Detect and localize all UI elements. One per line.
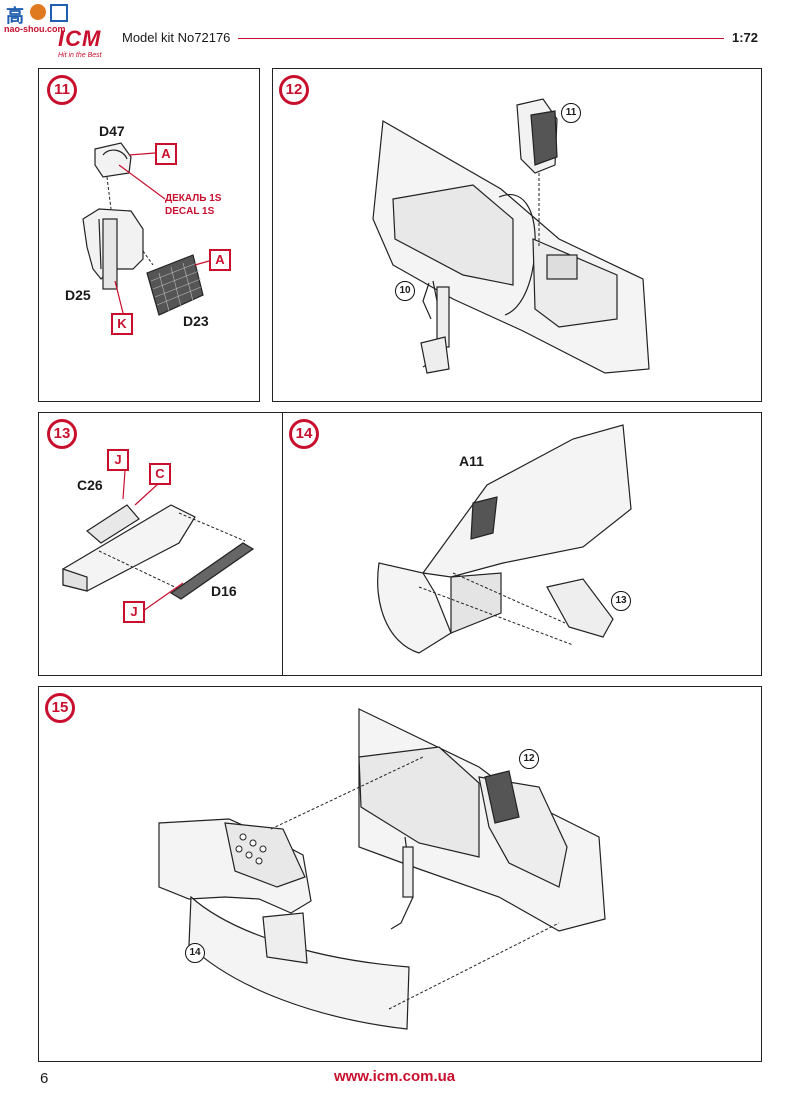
tag-j-bottom: J — [123, 601, 145, 623]
step-number-13: 13 — [47, 419, 77, 449]
watermark-site: nao-shou.com — [4, 24, 66, 34]
ref-step-11: 11 — [561, 103, 581, 123]
scale-label: 1:72 — [732, 30, 759, 45]
landing-gear-ref — [420, 286, 450, 374]
part-d16-panel — [169, 542, 255, 600]
ref-step-14: 14 — [185, 943, 205, 963]
ref-step-10: 10 — [395, 281, 415, 301]
step-13-drawing — [62, 470, 255, 612]
step-number-14: 14 — [289, 419, 319, 449]
tag-a-d47: A — [155, 143, 177, 165]
tag-c: C — [149, 463, 171, 485]
icm-logo: ICM Hit in the Best — [52, 26, 118, 64]
watermark: 高 nao-shou.com — [4, 2, 74, 36]
logo-tagline: Hit in the Best — [58, 52, 102, 59]
page-number: 6 — [40, 1070, 49, 1087]
step-13-panel: 13 J C C26 D16 J — [38, 412, 284, 676]
label-a11: A11 — [459, 453, 484, 469]
step-12-drawing — [372, 98, 650, 374]
left-fuselage-assembly — [158, 818, 410, 1030]
step-11-panel: 11 D47 A — [38, 68, 260, 402]
kit-label: Model kit No72176 — [122, 30, 231, 45]
tag-k-d25: K — [111, 313, 133, 335]
decal-en: DECAL 1S — [165, 206, 215, 217]
step-12-panel: 12 11 10 — [272, 68, 762, 402]
fuselage-half-assembly — [372, 120, 650, 374]
step-number-12: 12 — [279, 75, 309, 105]
tag-j-top: J — [107, 449, 129, 471]
watermark-figure-icon — [30, 4, 46, 20]
seat-assembly-ref — [516, 98, 558, 174]
vent-holes — [235, 833, 267, 865]
watermark-cn-icon — [50, 4, 68, 22]
step-14-drawing — [377, 424, 632, 654]
label-d25: D25 — [65, 287, 91, 303]
header-rule — [238, 38, 724, 39]
right-fuselage-assembly — [358, 708, 606, 932]
step-15-drawing — [158, 708, 606, 1030]
step-11-drawing — [82, 142, 210, 316]
label-d47: D47 — [99, 123, 125, 139]
label-d23: D23 — [183, 313, 209, 329]
watermark-cn-text: 高 — [6, 6, 24, 26]
logo-brand: ICM — [58, 26, 102, 51]
step-14-panel: 14 A11 13 — [282, 412, 762, 676]
part-a11-fuselage-half — [377, 424, 632, 654]
step-number-15: 15 — [45, 693, 75, 723]
tag-a-d23: A — [209, 249, 231, 271]
footer-url[interactable]: www.icm.com.ua — [334, 1068, 456, 1085]
label-c26: C26 — [77, 477, 103, 493]
decal-ru: ДЕКАЛЬ 1S — [165, 193, 222, 204]
part-d47-headrest — [94, 142, 132, 178]
part-d23-armor — [146, 254, 204, 316]
side-console-part — [62, 504, 196, 592]
ref-step-13: 13 — [611, 591, 631, 611]
step-number-11: 11 — [47, 75, 77, 105]
label-d16: D16 — [211, 583, 237, 599]
side-console-ref — [546, 578, 614, 638]
ref-step-12: 12 — [519, 749, 539, 769]
step-15-panel: 15 12 14 — [38, 686, 762, 1062]
part-d25-seat — [82, 208, 144, 290]
